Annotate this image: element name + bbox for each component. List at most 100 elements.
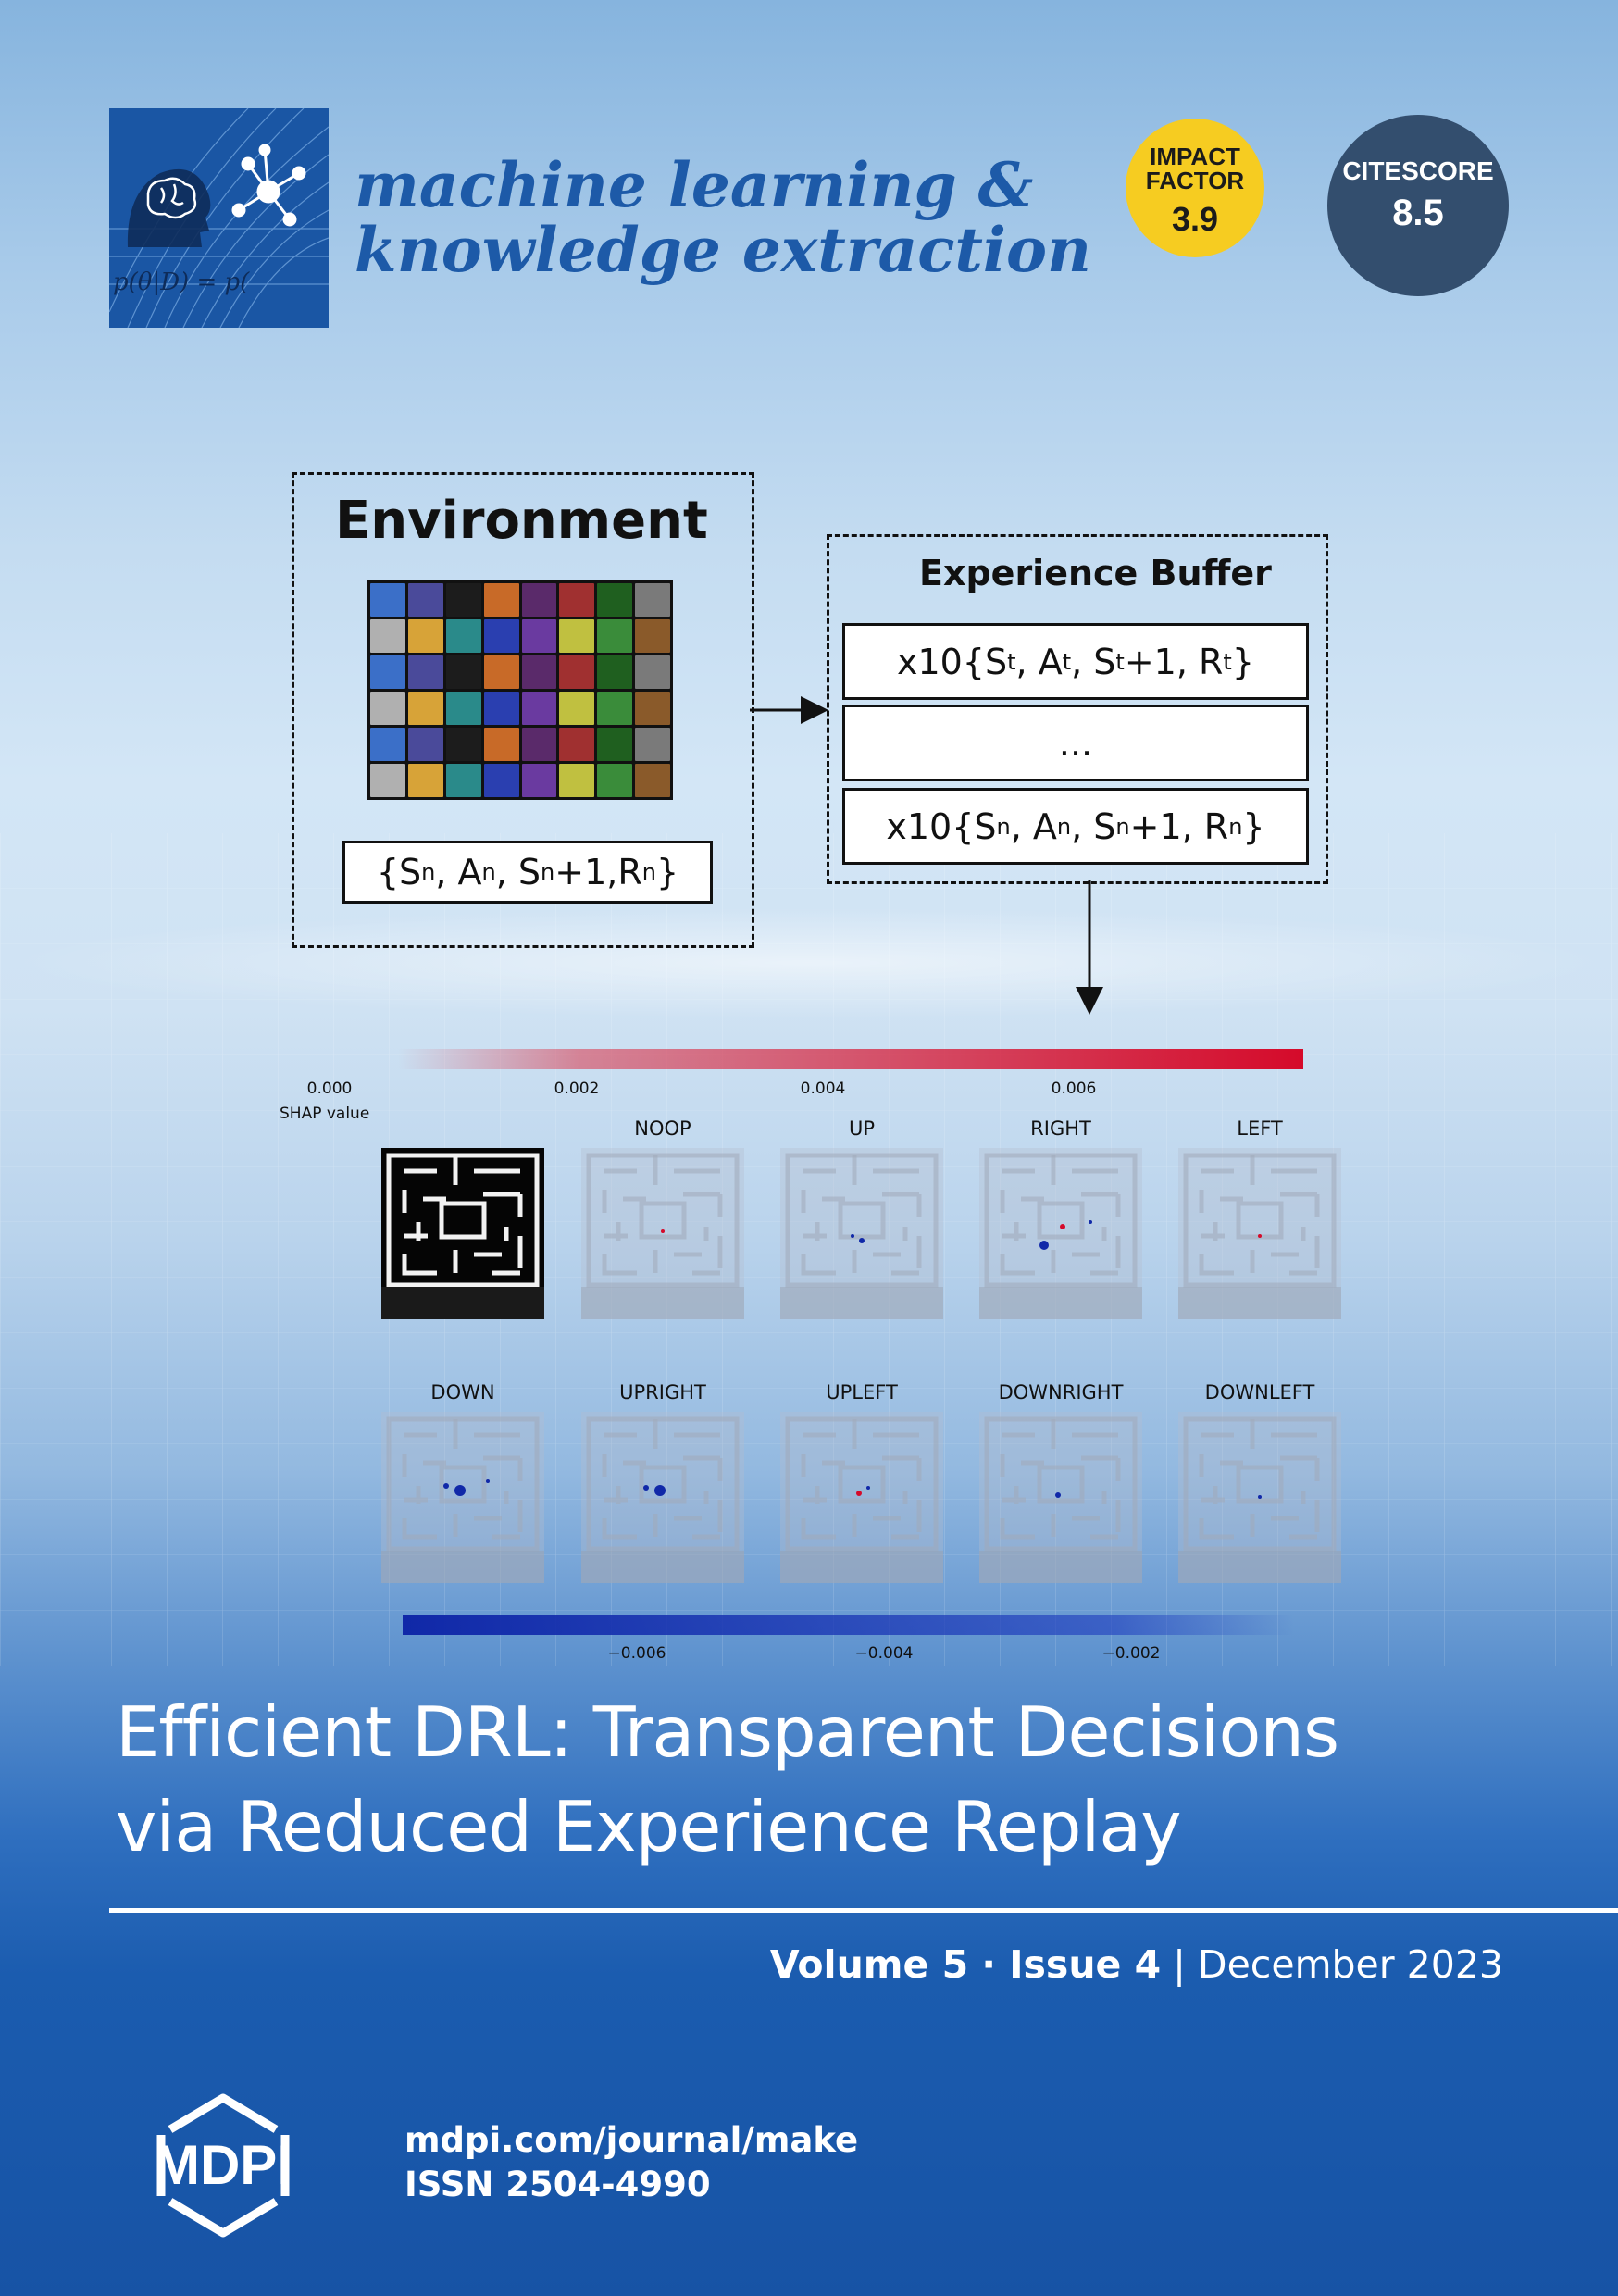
maze-shap-panel (979, 1412, 1142, 1583)
atari-tile (559, 619, 595, 653)
atari-tile (521, 764, 557, 797)
maze-shap-panel (581, 1412, 744, 1583)
atari-tile (483, 692, 519, 725)
atari-tile (559, 692, 595, 725)
atari-tile (521, 692, 557, 725)
atari-tile (370, 692, 405, 725)
atari-tile (445, 583, 481, 617)
shap-colorbar-negative (403, 1615, 1294, 1635)
atari-tile (559, 764, 595, 797)
atari-tile (597, 655, 633, 689)
atari-tile (521, 619, 557, 653)
citescore-value: 8.5 (1392, 193, 1444, 233)
journal-url[interactable]: mdpi.com/journal/make (404, 2120, 859, 2160)
atari-tile (483, 619, 519, 653)
action-label: RIGHT (1030, 1117, 1091, 1140)
shap-tick: 0.004 (800, 1079, 846, 1098)
action-label: UPRIGHT (619, 1381, 706, 1404)
atari-tile (407, 764, 443, 797)
maze-shap-panel (1178, 1148, 1341, 1319)
divider-rule (109, 1908, 1618, 1913)
journal-name-line2: knowledge extraction (355, 214, 1091, 286)
atari-tile (483, 655, 519, 689)
atari-tile (445, 692, 481, 725)
atari-tile (521, 728, 557, 761)
impact-factor-badge: IMPACT FACTOR 3.9 (1126, 119, 1264, 257)
logo-formula-text: p(θ|D) = p( (113, 268, 250, 296)
atari-tile (597, 728, 633, 761)
atari-tile (445, 728, 481, 761)
article-title: Efficient DRL: Transparent Decisions via… (116, 1685, 1560, 1874)
issn: ISSN 2504-4990 (404, 2165, 711, 2204)
action-label: UP (848, 1117, 876, 1140)
atari-tile (559, 583, 595, 617)
atari-tile (521, 655, 557, 689)
atari-tile (370, 764, 405, 797)
atari-tile (370, 619, 405, 653)
maze-shap-panel (780, 1148, 943, 1319)
shap-tick: −0.006 (607, 1644, 666, 1663)
atari-tile (521, 583, 557, 617)
maze-original-frame (381, 1148, 544, 1319)
atari-tile (635, 692, 670, 725)
issue-info: Volume 5 · Issue 4 | December 2023 (769, 1942, 1503, 1987)
atari-tile (445, 619, 481, 653)
atari-tile (370, 655, 405, 689)
atari-tile (559, 728, 595, 761)
journal-logo: p(θ|D) = p( (109, 108, 329, 328)
atari-tile (370, 583, 405, 617)
article-title-line1: Efficient DRL: Transparent Decisions (116, 1691, 1339, 1773)
atari-games-collage (367, 580, 673, 800)
action-label: NOOP (634, 1117, 691, 1140)
action-label: DOWNLEFT (1204, 1381, 1315, 1404)
shap-tick: −0.002 (1101, 1644, 1161, 1663)
atari-tile (483, 728, 519, 761)
atari-tile (635, 728, 670, 761)
atari-tile (370, 728, 405, 761)
maze-shap-panel (1178, 1412, 1341, 1583)
background-glow (0, 907, 1618, 1018)
action-label: DOWNRIGHT (998, 1381, 1124, 1404)
shap-tick: 0.002 (554, 1079, 600, 1098)
atari-tile (407, 655, 443, 689)
experience-buffer-title: Experience Buffer (919, 553, 1272, 593)
atari-tile (407, 728, 443, 761)
mdpi-logo: MDPI (107, 2089, 339, 2242)
citescore-label: CITESCORE (1342, 156, 1494, 185)
atari-tile (635, 655, 670, 689)
shap-tick: 0.000 (306, 1079, 353, 1098)
maze-shap-panel (581, 1148, 744, 1319)
maze-shap-panel (979, 1148, 1142, 1319)
shap-value-label: SHAP value (280, 1104, 370, 1123)
atari-tile (597, 692, 633, 725)
shap-tick: 0.006 (1051, 1079, 1097, 1098)
atari-tile (407, 619, 443, 653)
action-label: UPLEFT (826, 1381, 898, 1404)
buffer-row-2: ... (842, 705, 1309, 781)
shap-colorbar-positive (398, 1049, 1303, 1069)
atari-tile (559, 655, 595, 689)
shap-tick: −0.004 (854, 1644, 914, 1663)
atari-tile (635, 764, 670, 797)
impact-factor-label: IMPACT FACTOR (1145, 143, 1245, 194)
atari-tile (597, 764, 633, 797)
action-label: LEFT (1237, 1117, 1283, 1140)
atari-tile (407, 692, 443, 725)
atari-tile (597, 619, 633, 653)
maze-shap-panel (381, 1412, 544, 1583)
atari-tile (597, 583, 633, 617)
article-title-line2: via Reduced Experience Replay (116, 1786, 1182, 1867)
journal-name: machine learning & knowledge extraction (355, 153, 1091, 282)
maze-shap-panel (780, 1412, 943, 1583)
atari-tile (445, 655, 481, 689)
atari-tile (483, 764, 519, 797)
action-label: DOWN (430, 1381, 495, 1404)
environment-title: Environment (335, 491, 708, 551)
atari-tile (635, 583, 670, 617)
mdpi-logo-text: MDPI (154, 2134, 292, 2196)
atari-tile (483, 583, 519, 617)
